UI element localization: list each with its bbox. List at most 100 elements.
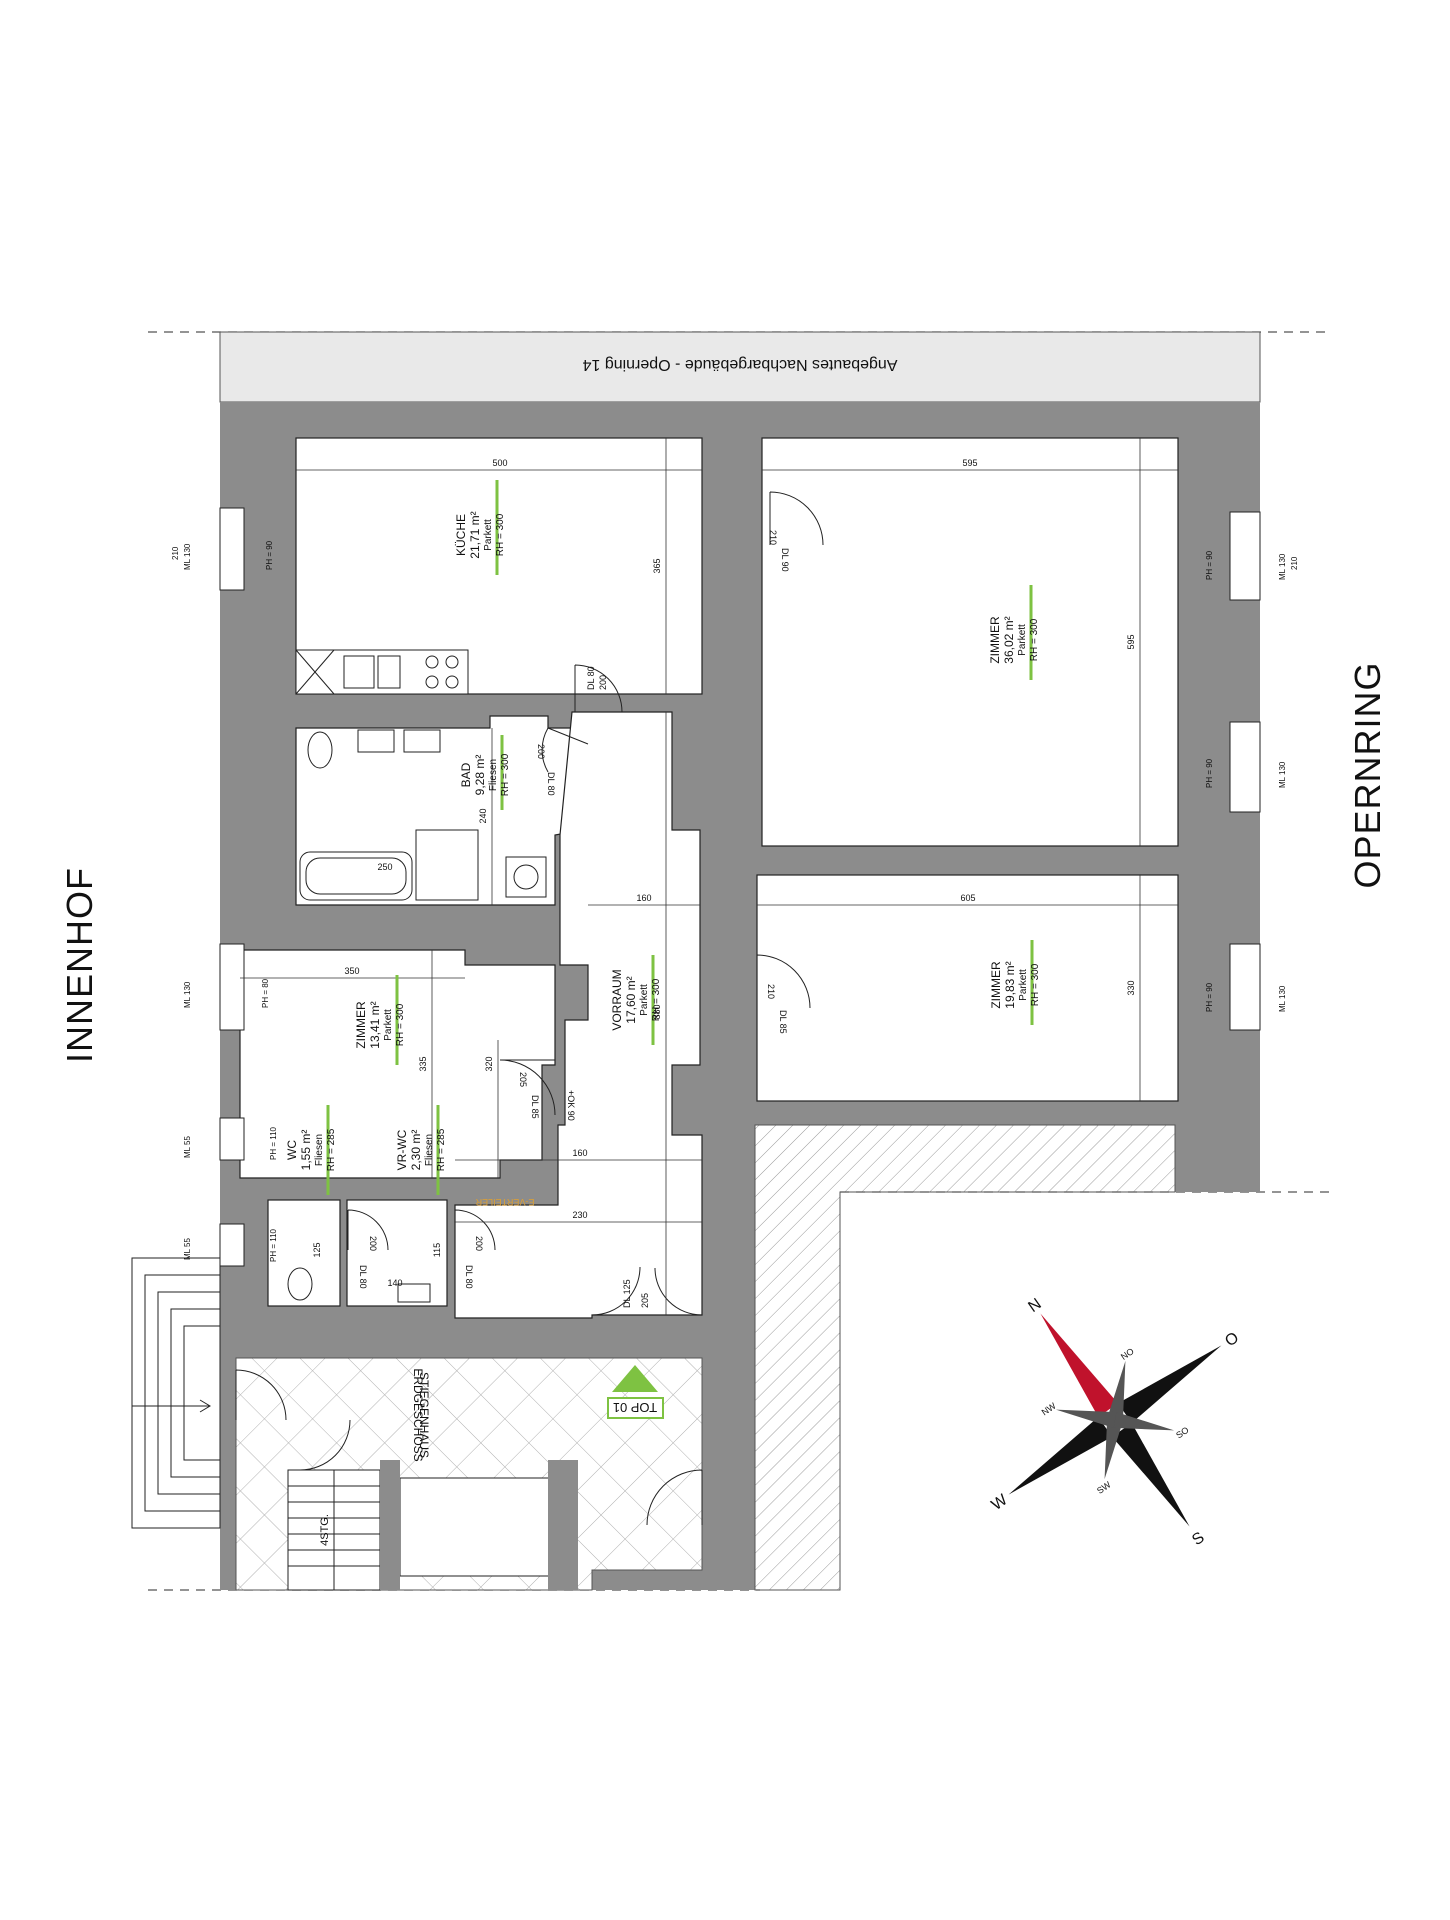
top-label-box: [607, 1397, 664, 1419]
compass-east-needle: [1117, 1345, 1222, 1423]
window-zimmer36-top: [1229, 511, 1261, 601]
label-bad: BAD 9,28 m² Fliesen RH = 300: [459, 735, 511, 810]
window-zimmer13: [219, 943, 245, 1031]
door-entrance: [591, 1266, 703, 1316]
dim-label: 500: [492, 458, 507, 468]
door-zimmer13: [499, 1059, 556, 1116]
door-label: 210: [768, 530, 778, 545]
door-zimmer19: [756, 954, 811, 1009]
room-floor: Parkett: [1018, 969, 1029, 1001]
dim-label: 240: [478, 808, 488, 823]
room-height: RH = 300: [651, 978, 662, 1021]
label-wc: WC 1,55 m² Fliesen RH = 285: [285, 1105, 337, 1195]
dim-label: 595: [1126, 634, 1136, 649]
room-height: RH = 300: [395, 1003, 406, 1046]
door-label: DL 80: [586, 666, 596, 690]
dim-label: 115: [432, 1243, 442, 1257]
compass-nw: NW: [1040, 1400, 1058, 1417]
window-label: ML 130: [183, 981, 192, 1008]
e-verteiler-label: E-VERTEILER: [475, 1197, 534, 1207]
compass-west-needle: [1008, 1417, 1113, 1495]
window-label: ML 130: [1278, 761, 1287, 788]
label-vr-wc: VR-WC 2,30 m² Fliesen RH = 285: [395, 1105, 447, 1195]
door-stair: [235, 1369, 351, 1471]
compass-sw: SW: [1095, 1479, 1113, 1496]
stair-subtitle: ERDGESCHOSS: [411, 1368, 425, 1461]
window-label: ML 130: [1278, 985, 1287, 1012]
door-stair-right: [646, 1469, 703, 1526]
wc-fixtures: [287, 1267, 431, 1303]
label-zimmer-13: ZIMMER 13,41 m² Parkett RH = 300: [354, 975, 406, 1065]
compass-north-needle: [1040, 1313, 1118, 1418]
dim-label: 250: [377, 862, 392, 872]
room-name: BAD: [459, 762, 473, 787]
outdoor-steps: [131, 1257, 221, 1529]
stair-steps-label: 4STG.: [319, 1514, 331, 1546]
dim-label: 320: [484, 1056, 494, 1071]
window-label: PH = 90: [1205, 982, 1214, 1012]
room-floor: Parkett: [1017, 624, 1028, 656]
window-label: ML 55: [183, 1238, 192, 1260]
dim-label: 330: [1126, 980, 1136, 995]
door-label: 205: [640, 1293, 650, 1308]
room-name: KÜCHE: [454, 514, 468, 556]
room-height: RH = 300: [495, 513, 506, 556]
stair-steps: [288, 1470, 380, 1590]
room-vr-wc: [346, 1199, 448, 1307]
room-height: RH = 300: [500, 753, 511, 796]
compass-n: N: [1025, 1295, 1044, 1316]
compass-south-needle: [1112, 1422, 1190, 1527]
room-floor: Parkett: [483, 519, 494, 551]
room-zimmer-36: [761, 437, 1179, 847]
label-zimmer-36: ZIMMER 36,02 m² Parkett RH = 300: [988, 585, 1040, 680]
door-label: DL 125: [622, 1279, 632, 1308]
room-name: VR-WC: [395, 1129, 409, 1170]
window-label: 210: [171, 546, 180, 560]
neighbour-building: [219, 331, 1261, 403]
room-area: 21,71 m²: [468, 511, 482, 558]
street-right: OPERNRING: [1347, 661, 1388, 888]
room-height: RH = 285: [326, 1128, 337, 1171]
door-label: DL 80: [358, 1265, 368, 1289]
window-label: PH = 110: [269, 1126, 278, 1160]
door-labels: DL 80 200 DL 80 200 DL 90 210 DL 85 210 …: [358, 530, 790, 1308]
room-area: 2,30 m²: [409, 1130, 423, 1171]
window-kueche: [219, 507, 245, 591]
dim-label: 230: [572, 1210, 587, 1220]
door-bad: [541, 727, 589, 773]
room-name: ZIMMER: [988, 616, 1002, 664]
compass-w: W: [988, 1491, 1011, 1514]
room-wc: [267, 1199, 341, 1307]
terrace-hatched-area: [754, 1124, 1176, 1591]
door-wc: [347, 1209, 389, 1251]
dim-label: 160: [636, 893, 651, 903]
window-label: PH = 90: [1205, 758, 1214, 788]
room-name: ZIMMER: [989, 961, 1003, 1009]
room-floor: Fliesen: [314, 1134, 325, 1166]
label-vorraum: VORRAUM 17,60 m² Parkett RH = 300: [610, 955, 662, 1045]
door-label: DL 85: [778, 1010, 788, 1034]
door-label: DL 90: [780, 548, 790, 572]
room-height: RH = 285: [436, 1128, 447, 1171]
compass-rose: N S O W NO SO SW NW: [988, 1295, 1242, 1549]
lift-shaft: [399, 1477, 571, 1577]
window-zimmer36-bottom: [1229, 721, 1261, 813]
door-swings: [235, 491, 824, 1526]
compass-so: SO: [1174, 1425, 1190, 1441]
window-label: ML 130: [1278, 553, 1287, 580]
window-zimmer19: [1229, 943, 1261, 1031]
door-kueche: [574, 664, 623, 713]
door-label: DL 85: [530, 1095, 540, 1119]
room-name: ZIMMER: [354, 1001, 368, 1049]
stair-title: STIEGENHAUS: [417, 1372, 431, 1458]
dim-label: 350: [344, 966, 359, 976]
door-label: 205: [518, 1072, 528, 1087]
stair-wall: [380, 1460, 400, 1590]
door-label: 200: [536, 744, 546, 759]
label-kueche: KÜCHE 21,71 m² Parkett RH = 300: [454, 480, 506, 575]
room-area: 13,41 m²: [368, 1001, 382, 1048]
neighbour-label: Angebautes Nachbargebäude - Operning 14: [582, 356, 897, 373]
street-left: INNENHOF: [59, 867, 100, 1063]
door-label: 200: [598, 675, 608, 690]
window-label: PH = 80: [261, 978, 270, 1008]
